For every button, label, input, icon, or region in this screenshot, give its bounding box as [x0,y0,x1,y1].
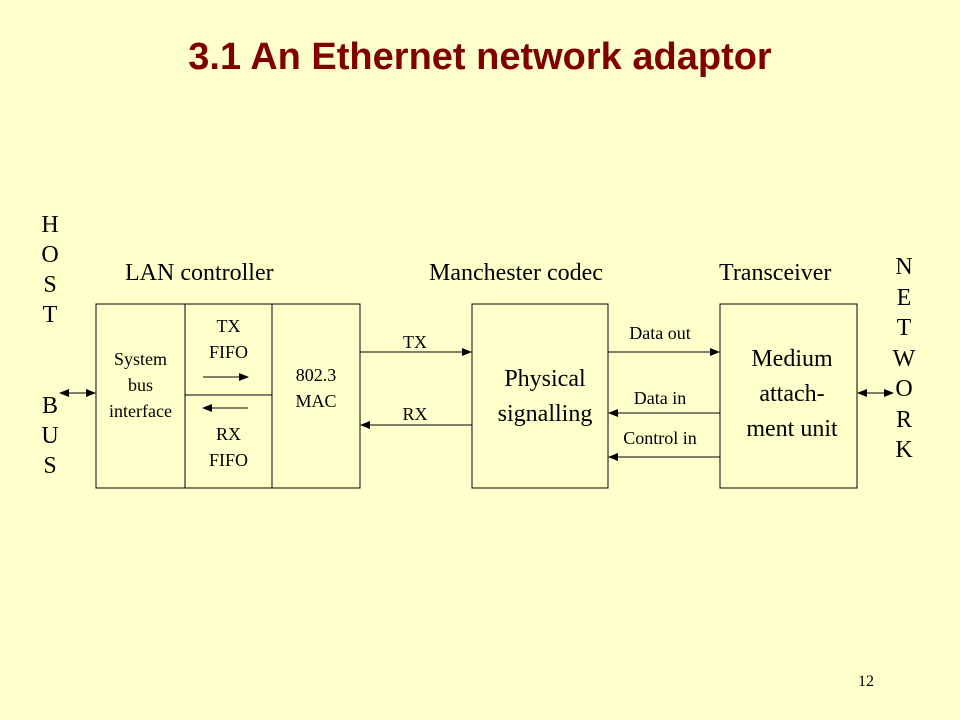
rx-fifo-line: FIFO [208,450,248,471]
network-letter: K [895,437,913,463]
medium-attachment-unit-line: Medium [751,346,833,372]
host-bus-letter: O [41,242,59,268]
system-bus-interface-line: bus [127,375,153,396]
network-letter: W [892,345,916,372]
physical-signalling-box [471,303,609,489]
system-bus-interface-box [95,303,186,489]
tx-fifo-text: TX FIFO [185,313,272,365]
host-bus-letter: S [43,453,57,479]
control-in-label: Control in [623,428,697,448]
medium-attachment-unit-line: ment unit [746,415,838,442]
host-bus-letter: S [43,272,57,298]
system-bus-interface-line: interface [109,401,172,422]
host-bus-letter [35,330,65,391]
physical-signalling-line: signalling [497,400,593,427]
rx-fifo-line: RX [215,424,241,444]
medium-attachment-unit-line: attach- [759,380,825,407]
manchester-codec-header: Manchester codec [429,260,603,286]
host-bus-letter: T [42,302,58,328]
transceiver-header: Transceiver [719,260,832,286]
tx-fifo-line: TX [216,316,241,336]
host-bus-letter: H [41,212,59,238]
rx-fifo-text: RX FIFO [185,421,272,473]
page-number: 12 [858,673,874,690]
medium-attachment-unit-text: Medium attach- ment unit [722,342,862,446]
mac-text: 802.3 MAC [272,362,360,414]
data-out-label: Data out [629,323,691,343]
physical-signalling-text: Physical signalling [472,362,618,432]
mac-line: MAC [295,391,337,412]
host-bus-label: H O S T B U S [35,210,65,481]
system-bus-interface-line: System [113,349,167,369]
mac-line: 802.3 [295,365,337,385]
rx-signal-label: RX [402,404,428,424]
network-letter: T [896,315,912,341]
slide-title: 3.1 An Ethernet network adaptor [188,36,772,78]
tx-fifo-line: FIFO [208,342,248,363]
fifo-box [184,303,273,489]
network-letter: R [895,406,912,433]
network-letter: N [895,254,913,280]
lan-controller-header: LAN controller [125,260,274,286]
network-letter: E [896,284,912,311]
host-bus-letter: U [41,423,59,449]
data-in-label: Data in [633,388,687,408]
physical-signalling-line: Physical [504,366,586,392]
host-bus-letter: B [41,393,58,419]
network-letter: O [895,376,913,402]
tx-signal-label: TX [403,332,427,352]
system-bus-interface-text: System bus interface [96,346,185,424]
mac-box [271,303,361,489]
medium-attachment-unit-box [719,303,858,489]
network-label: N E T W O R K [889,252,919,466]
